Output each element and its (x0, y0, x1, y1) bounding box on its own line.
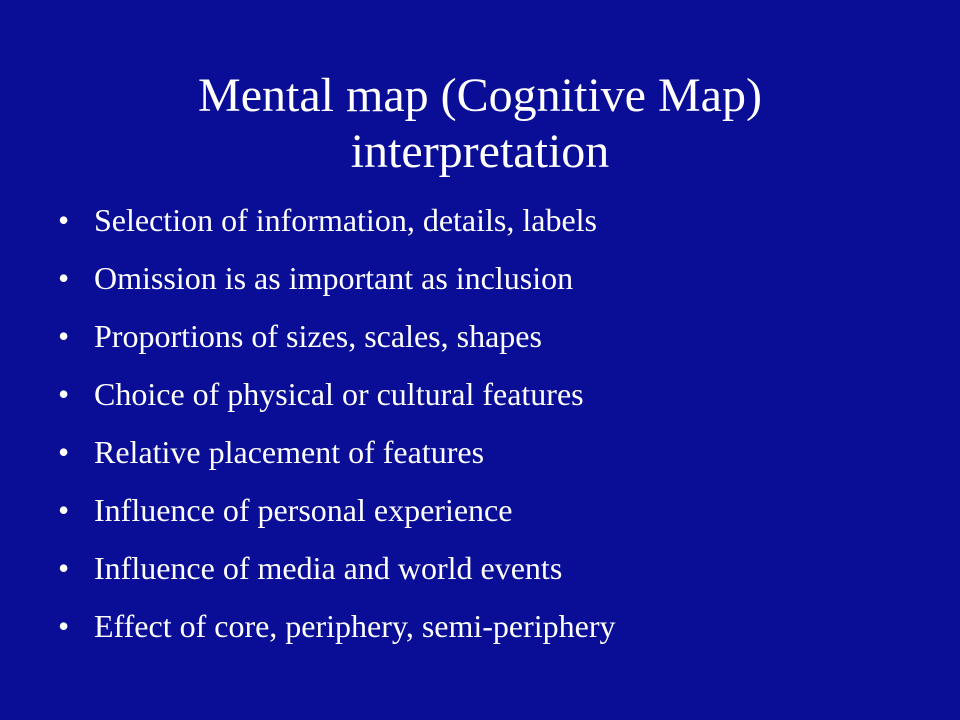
slide-title-line-2: interpretation (350, 125, 610, 178)
bullet-text: Selection of information, details, label… (94, 202, 597, 238)
bullet-item: • Choice of physical or cultural feature… (58, 370, 938, 428)
bullet-dot-icon: • (58, 260, 70, 296)
bullet-text: Influence of personal experience (94, 492, 513, 528)
bullet-item: • Influence of media and world events (58, 544, 938, 602)
bullet-dot-icon: • (58, 492, 70, 528)
bullet-item: • Proportions of sizes, scales, shapes (58, 312, 938, 370)
bullet-dot-icon: • (58, 376, 70, 412)
bullet-item: • Selection of information, details, lab… (58, 196, 938, 254)
bullet-text: Proportions of sizes, scales, shapes (94, 318, 542, 354)
slide-title: Mental map (Cognitive Map) interpretatio… (0, 68, 960, 180)
bullet-dot-icon: • (58, 550, 70, 586)
bullet-text: Omission is as important as inclusion (94, 260, 574, 296)
bullet-text: Relative placement of features (94, 434, 485, 470)
bullet-item: • Omission is as important as inclusion (58, 254, 938, 312)
slide-title-line-1: Mental map (Cognitive Map) (198, 69, 762, 122)
bullet-item: • Relative placement of features (58, 428, 938, 486)
bullet-text: Choice of physical or cultural features (94, 376, 584, 412)
bullet-dot-icon: • (58, 434, 70, 470)
bullet-text: Influence of media and world events (94, 550, 563, 586)
bullet-item: • Effect of core, periphery, semi-periph… (58, 602, 938, 660)
bullet-text: Effect of core, periphery, semi-peripher… (94, 608, 616, 644)
bullet-dot-icon: • (58, 608, 70, 644)
bullet-dot-icon: • (58, 318, 70, 354)
bullet-list: • Selection of information, details, lab… (58, 196, 938, 660)
bullet-item: • Influence of personal experience (58, 486, 938, 544)
bullet-dot-icon: • (58, 202, 70, 238)
